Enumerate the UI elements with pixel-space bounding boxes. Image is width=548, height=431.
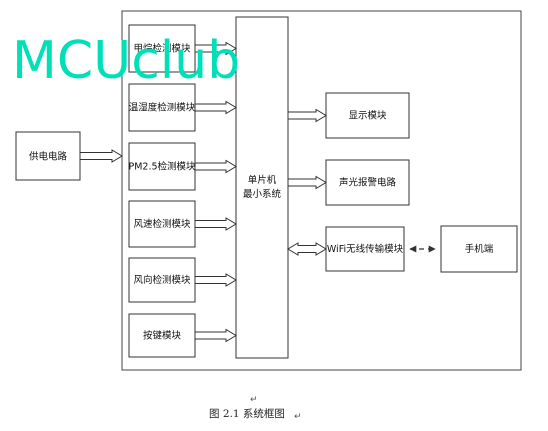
- arrow-temp-humidity: [195, 100, 237, 115]
- caption-paragraph-mark: ↵: [294, 412, 302, 422]
- block-display: 显示模块: [325, 92, 410, 139]
- block-temp-humidity: 温湿度检测模块: [128, 83, 196, 132]
- block-keys-label: 按键模块: [143, 330, 182, 342]
- arrow-wind-direction: [195, 273, 237, 287]
- block-wifi: WiFi无线传输模块: [325, 226, 405, 272]
- arrow-sensor-top: [195, 41, 237, 56]
- block-wifi-label: WiFi无线传输模块: [327, 243, 404, 255]
- block-alarm-label: 声光报警电路: [339, 177, 397, 189]
- watermark-text: MCUclub: [12, 31, 240, 91]
- block-mcu: 单片机 最小系统: [235, 16, 289, 359]
- block-wind-speed-label: 风速检测模块: [133, 218, 191, 230]
- arrow-keys: [195, 328, 237, 343]
- block-alarm: 声光报警电路: [325, 159, 410, 206]
- block-pm25-label: PM2.5检测模块: [128, 161, 196, 173]
- block-wind-direction: 风向检测模块: [128, 257, 196, 303]
- block-phone: 手机端: [440, 225, 518, 273]
- block-power-label: 供电电路: [29, 151, 68, 163]
- outer-frame: [121, 10, 522, 371]
- block-display-label: 显示模块: [348, 110, 387, 122]
- block-mcu-label-line1: 单片机: [248, 174, 277, 186]
- figure-caption: 图 2.1 系统框图: [209, 407, 285, 420]
- block-mcu-label-line2: 最小系统: [243, 188, 282, 200]
- arrow-wifi-bidirectional: [287, 242, 327, 256]
- block-wind-direction-label: 风向检测模块: [133, 274, 191, 286]
- block-pm25: PM2.5检测模块: [128, 142, 196, 191]
- arrow-display: [288, 108, 327, 123]
- paragraph-mark-above: ↵: [250, 395, 258, 405]
- block-sensor-top: 甲烷检测模块: [128, 24, 196, 73]
- arrow-alarm: [288, 175, 327, 190]
- arrow-pm25: [195, 159, 237, 174]
- block-keys: 按键模块: [128, 313, 196, 358]
- block-power: 供电电路: [15, 131, 81, 181]
- arrow-power: [80, 149, 123, 163]
- block-sensor-top-label: 甲烷检测模块: [133, 43, 191, 55]
- block-phone-label: 手机端: [465, 243, 494, 255]
- arrow-wind-speed: [195, 217, 237, 231]
- block-temp-humidity-label: 温湿度检测模块: [129, 102, 196, 114]
- block-wind-speed: 风速检测模块: [128, 200, 196, 248]
- connector-arrows: [80, 41, 327, 343]
